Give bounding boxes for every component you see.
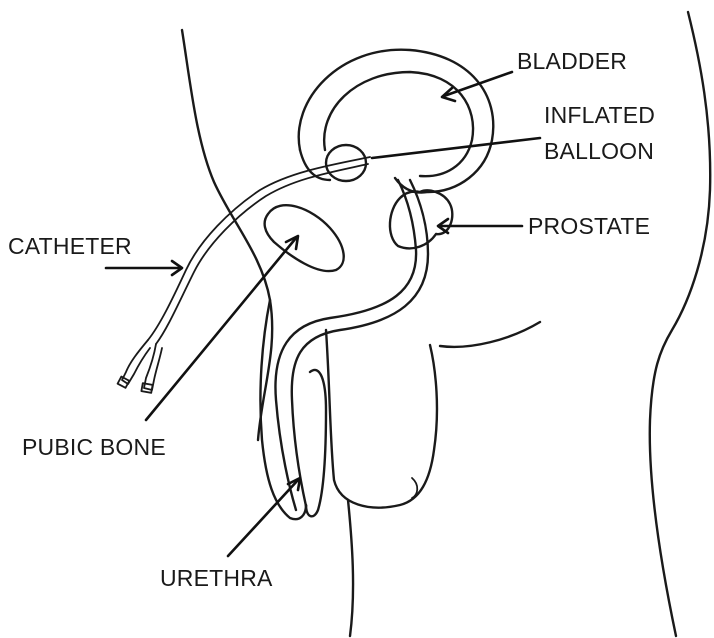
prostate-shape: [390, 191, 452, 249]
inflated-balloon-label-line2: BALLOON: [544, 138, 654, 165]
groin-crease: [440, 322, 540, 347]
back-outline: [182, 30, 272, 440]
bladder-label: BLADDER: [517, 48, 627, 75]
catheter-tube-outer: [148, 157, 370, 340]
scrotum-outline: [326, 330, 437, 508]
scrotum-detail: [412, 478, 417, 498]
balloon-leader-line: [372, 138, 540, 158]
prostate-label: PROSTATE: [528, 213, 650, 240]
thigh-outline: [348, 500, 353, 636]
inflated-balloon-label-line1: INFLATED: [544, 102, 655, 129]
pubic-bone-arrow-line: [146, 238, 296, 420]
glans-outline: [306, 370, 326, 516]
urethra-label: URETHRA: [160, 565, 273, 592]
catheter-tip-left: [118, 377, 130, 388]
catheter-label: CATHETER: [8, 233, 132, 260]
urethra-arrow-line: [228, 480, 298, 556]
abdomen-outline: [650, 12, 710, 636]
balloon-shape: [326, 145, 366, 181]
urethra-inner: [292, 180, 428, 506]
bladder-arrow-line: [444, 72, 512, 96]
pubic-bone-label: PUBIC BONE: [22, 434, 166, 461]
